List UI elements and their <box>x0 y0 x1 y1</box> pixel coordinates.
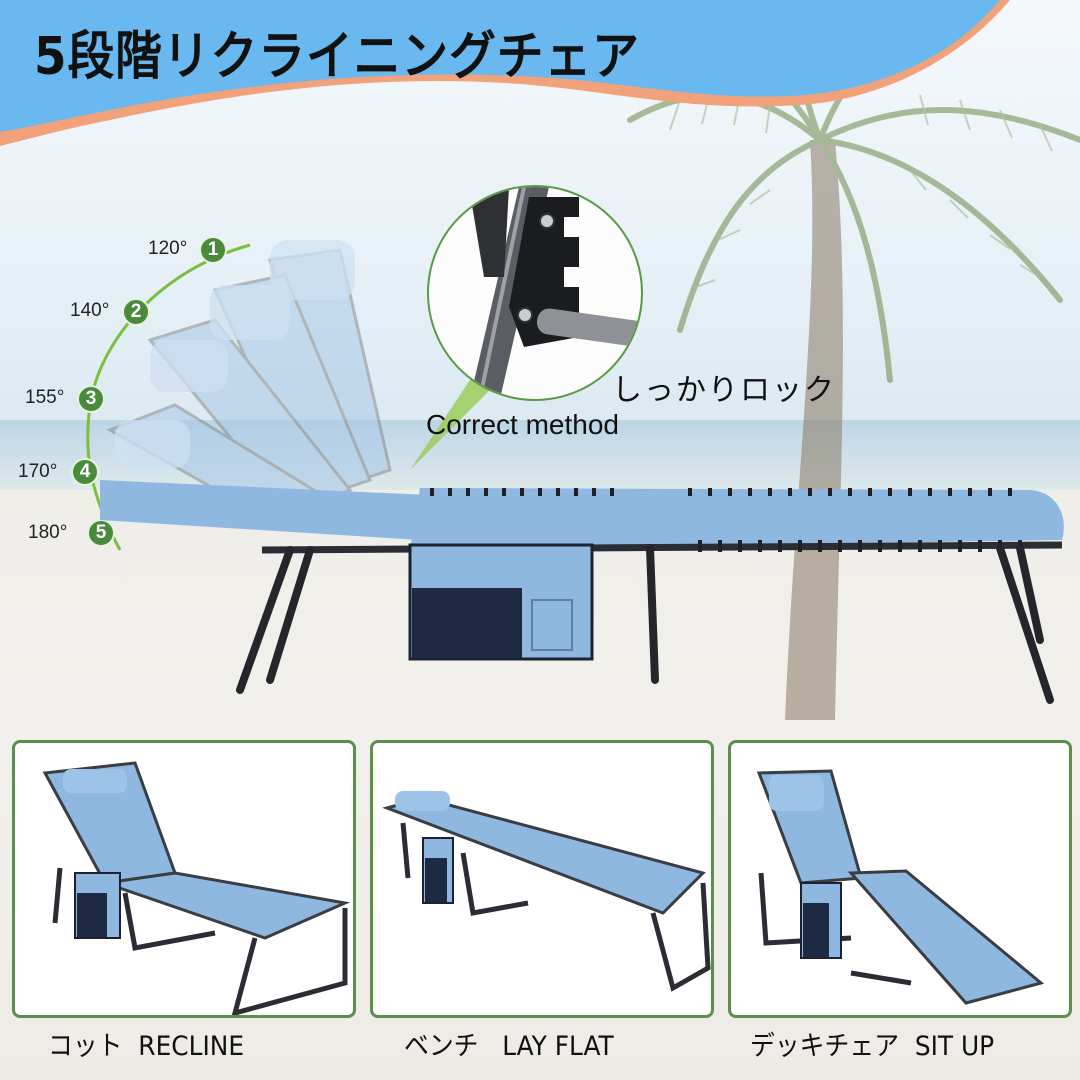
lay-flat-chair-image <box>382 791 711 992</box>
step-badge-3: 3 <box>77 385 105 413</box>
page-title: 5段階リクライニングチェア <box>34 27 640 87</box>
palm-tree-image <box>627 0 1080 720</box>
main-lounger-image <box>100 240 1064 704</box>
step-badge-4: 4 <box>71 458 99 486</box>
angle-label-1: 120° <box>148 238 188 259</box>
step-badge-1: 1 <box>199 236 227 264</box>
step-badge-2: 2 <box>122 298 150 326</box>
sit-up-chair-image <box>756 769 1045 1005</box>
mode-panel-recline <box>12 740 356 1018</box>
angle-label-4: 170° <box>18 461 58 482</box>
mode-panel-sit-up <box>728 740 1072 1018</box>
mode-caption-sit-up: デッキチェア SIT UP <box>750 1031 995 1062</box>
header-banner: 5段階リクライニングチェア <box>0 0 1080 160</box>
mode-caption-recline: コット RECLINE <box>48 1031 245 1062</box>
angle-label-2: 140° <box>70 300 110 321</box>
angle-label-3: 155° <box>25 387 65 408</box>
recline-chair-image <box>42 761 351 1015</box>
lock-label-en: Correct method <box>426 409 619 440</box>
lock-detail-image <box>427 185 643 401</box>
lock-label-jp: しっかりロック <box>612 373 836 408</box>
step-badge-5: 5 <box>87 519 115 547</box>
mode-panel-lay-flat <box>370 740 714 1018</box>
angle-label-5: 180° <box>28 522 68 543</box>
header-wave-shape <box>0 0 1010 146</box>
lock-mechanism-illustration <box>469 187 641 399</box>
mode-caption-lay-flat: ベンチ LAY FLAT <box>404 1031 614 1062</box>
